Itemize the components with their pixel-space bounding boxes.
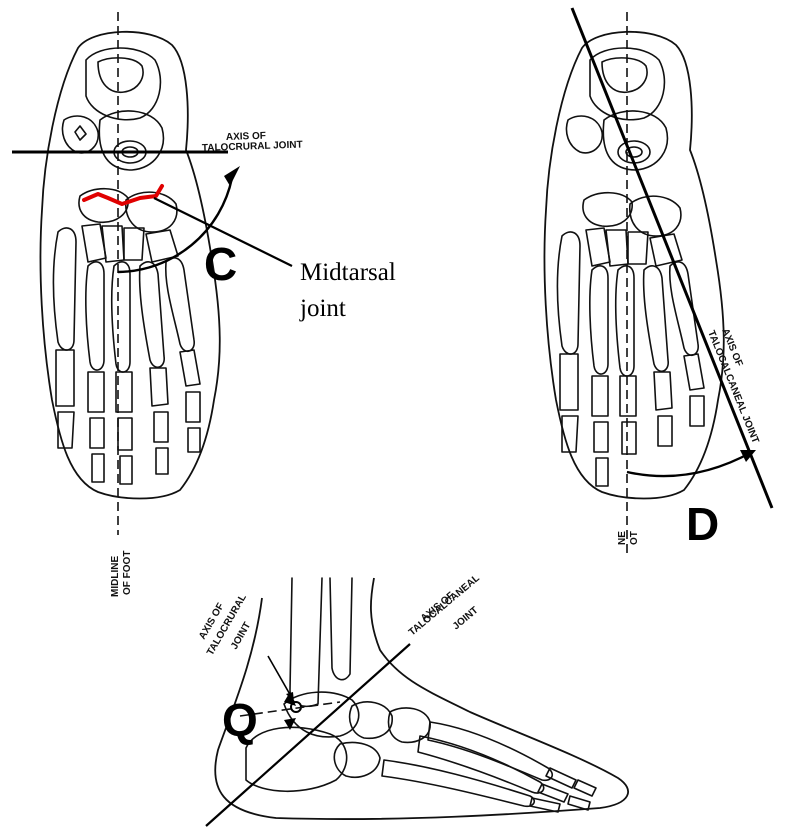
angle-arc-d bbox=[627, 452, 752, 476]
panel-c: AXIS OF TALOCRURAL JOINT C Midtarsal joi… bbox=[12, 12, 396, 597]
panel-q: AXIS OF TALOCRURAL JOINT AXIS OF TALOCAL… bbox=[197, 573, 628, 826]
midline-label-d-line1: NE bbox=[617, 531, 628, 545]
midline-label-c-line2: OF FOOT bbox=[122, 551, 133, 595]
talocrural-leader-line-q bbox=[268, 656, 292, 698]
foot-skeleton-top-view-d bbox=[544, 32, 723, 499]
calc-label-q-line3: JOINT bbox=[451, 605, 481, 632]
axis-label-c-line2: TALOCRURAL JOINT bbox=[202, 139, 303, 154]
calc-label-q-line2: TALOCALCANEAL bbox=[407, 573, 482, 638]
panel-letter-d: D bbox=[686, 498, 719, 550]
foot-skeleton-top-view-c bbox=[40, 32, 219, 499]
panel-letter-q: Q bbox=[222, 694, 258, 746]
midtarsal-callout-line1: Midtarsal bbox=[300, 259, 396, 286]
midline-label-c-line1: MIDLINE bbox=[110, 556, 121, 597]
panel-letter-c: C bbox=[204, 238, 237, 290]
midline-label-d-line2: OT bbox=[629, 531, 640, 545]
midtarsal-callout-line2: joint bbox=[299, 295, 346, 322]
panel-d: AXIS OF TALOCALCANEAL JOINT D NE OT bbox=[544, 8, 772, 555]
angle-arrow-top-q bbox=[284, 692, 296, 706]
